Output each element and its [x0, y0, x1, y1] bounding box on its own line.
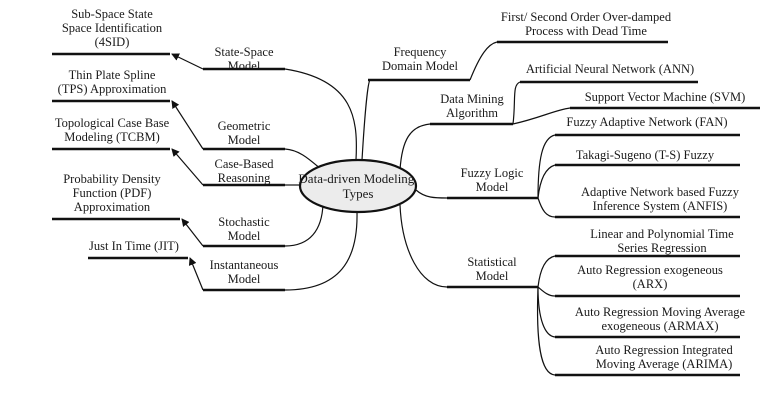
data-mining-algorithm-label-line-2: Algorithm	[446, 106, 498, 120]
fuzzy-logic-model-leaf-1-label-line-1: Fuzzy Adaptive Network (FAN)	[566, 115, 727, 129]
fuzzy-logic-model-leaf-1-label: Fuzzy Adaptive Network (FAN)	[566, 115, 727, 129]
data-mining-algorithm-leaf-1-connector	[512, 81, 521, 125]
state-space-model-label-line-2: Model	[228, 59, 261, 73]
statistical-model-leaf-2-label: Auto Regression exogeneous(ARX)	[577, 263, 723, 291]
instantaneous-model-label-line-2: Model	[228, 272, 261, 286]
statistical-model-leaf-4-label-line-1: Auto Regression Integrated	[595, 343, 733, 357]
statistical-model-leaf-2-label-line-1: Auto Regression exogeneous	[577, 263, 723, 277]
data-mining-algorithm-leaf-2-label: Support Vector Machine (SVM)	[585, 90, 746, 104]
stochastic-model-label-line-1: Stochastic	[218, 215, 270, 229]
statistical-model-leaf-1-label-line-1: Linear and Polynomial Time	[590, 227, 734, 241]
instantaneous-model-connector	[284, 211, 358, 291]
data-mining-algorithm-label-line-1: Data Mining	[440, 92, 504, 106]
fuzzy-logic-model-label-line-2: Model	[476, 180, 509, 194]
instantaneous-model-leaf-label: Just In Time (JIT)	[89, 239, 179, 253]
stochastic-model-connector	[284, 203, 324, 247]
case-based-reasoning-leaf-arrow	[171, 148, 204, 186]
statistical-model-leaf-4-label-line-2: Moving Average (ARIMA)	[596, 357, 733, 371]
geometric-model-leaf-label-line-1: Thin Plate Spline	[69, 68, 156, 82]
case-based-reasoning-leaf-label-line-2: Modeling (TCBM)	[64, 130, 159, 144]
center-node: Data-driven Modeling Types	[298, 158, 418, 214]
geometric-model-label-line-2: Model	[228, 133, 261, 147]
frequency-domain-model-label-line-1: Frequency	[394, 45, 448, 59]
statistical-model-leaf-2-label-line-2: (ARX)	[633, 277, 668, 291]
data-mining-algorithm-leaf-2-connector	[512, 107, 571, 125]
state-space-model-leaf-label-line-2: Space Identification	[62, 21, 163, 35]
case-based-reasoning-leaf-label-line-1: Topological Case Base	[55, 116, 170, 130]
geometric-model-label-line-1: Geometric	[218, 119, 271, 133]
statistical-model-leaf-3-connector	[537, 286, 556, 338]
state-space-model-leaf-label-line-3: (4SID)	[95, 35, 130, 49]
instantaneous-model-leaf-label-line-1: Just In Time (JIT)	[89, 239, 179, 253]
frequency-domain-model-leaf-1-connector	[469, 41, 498, 81]
statistical-model-connector	[399, 204, 448, 288]
frequency-domain-model-label-line-2: Domain Model	[382, 59, 459, 73]
data-mining-algorithm-connector	[399, 123, 431, 171]
center-title: Data-driven Modeling Types	[298, 171, 417, 201]
state-space-model-leaf-label-line-1: Sub-Space State	[71, 7, 153, 21]
fuzzy-logic-model-leaf-2-connector	[537, 164, 556, 199]
statistical-model-leaf-1-connector	[537, 255, 556, 288]
center-title-line-2: Types	[343, 186, 374, 201]
state-space-model-connector	[284, 68, 357, 161]
geometric-model-leaf-arrow	[171, 100, 204, 150]
stochastic-model-leaf-arrow	[181, 218, 204, 247]
statistical-model-leaf-3-label-line-2: exogeneous (ARMAX)	[602, 319, 719, 333]
statistical-model-leaf-3-label-line-1: Auto Regression Moving Average	[575, 305, 746, 319]
statistical-model-leaf-4-connector	[536, 286, 556, 376]
statistical-model-leaf-1-label-line-2: Series Regression	[617, 241, 707, 255]
fuzzy-logic-model-leaf-2-label-line-1: Takagi-Sugeno (T-S) Fuzzy	[576, 148, 715, 162]
connector-layer	[171, 41, 571, 376]
stochastic-model-leaf-label-line-2: Function (PDF)	[73, 186, 152, 200]
stochastic-model-leaf-label-line-1: Probability Density	[63, 172, 161, 186]
stochastic-model-label-line-2: Model	[228, 229, 261, 243]
frequency-domain-model-leaf-1-label-line-1: First/ Second Order Over-damped	[501, 10, 672, 24]
geometric-model-leaf-label: Thin Plate Spline(TPS) Approximation	[58, 68, 167, 96]
statistical-model-label-line-2: Model	[476, 269, 509, 283]
data-mining-algorithm-leaf-1-label-line-1: Artificial Neural Network (ANN)	[526, 62, 694, 76]
case-based-reasoning-label-line-2: Reasoning	[218, 171, 272, 185]
geometric-model-leaf-label-line-2: (TPS) Approximation	[58, 82, 167, 96]
frequency-domain-model-leaf-1-label-line-2: Process with Dead Time	[525, 24, 647, 38]
stochastic-model-leaf-label-line-3: Approximation	[74, 200, 151, 214]
data-mining-algorithm-leaf-2-label-line-1: Support Vector Machine (SVM)	[585, 90, 746, 104]
instantaneous-model-label-line-1: Instantaneous	[210, 258, 279, 272]
statistical-model-leaf-2-connector	[537, 286, 556, 297]
fuzzy-logic-model-leaf-3-label-line-1: Adaptive Network based Fuzzy	[581, 185, 740, 199]
center-title-line-1: Data-driven Modeling	[298, 171, 414, 186]
state-space-model-label-line-1: State-Space	[214, 45, 273, 59]
fuzzy-logic-model-leaf-3-label-line-2: Inference System (ANFIS)	[593, 199, 728, 213]
case-based-reasoning-label-line-1: Case-Based	[214, 157, 274, 171]
fuzzy-logic-model-leaf-1-connector	[537, 134, 556, 199]
center-ellipse	[298, 158, 418, 214]
fuzzy-logic-model-connector	[415, 189, 448, 199]
frequency-domain-model-connector	[361, 79, 371, 161]
data-mining-algorithm-leaf-1-label: Artificial Neural Network (ANN)	[526, 62, 694, 76]
instantaneous-model-leaf-arrow	[188, 257, 204, 291]
fuzzy-logic-model-label-line-1: Fuzzy Logic	[461, 166, 524, 180]
fuzzy-logic-model-leaf-2-label: Takagi-Sugeno (T-S) Fuzzy	[576, 148, 715, 162]
fuzzy-logic-model-leaf-3-connector	[537, 197, 556, 218]
statistical-model-label-line-1: Statistical	[467, 255, 517, 269]
state-space-model-leaf-arrow	[171, 53, 204, 70]
